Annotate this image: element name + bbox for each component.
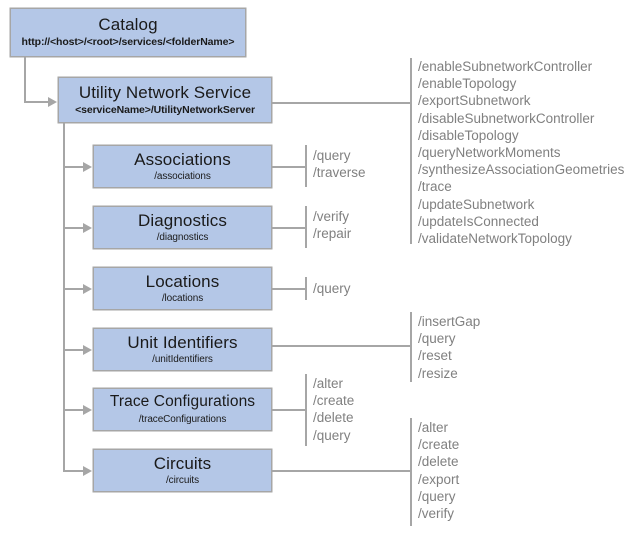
operation-item: /query bbox=[313, 281, 351, 296]
arrow-trunk-to-circuits bbox=[83, 466, 92, 476]
operation-item: /query bbox=[418, 488, 456, 504]
operations-diagnostics: /verify /repair bbox=[313, 208, 351, 242]
node-circuits: Circuits /circuits bbox=[93, 449, 272, 492]
connector-catalog-to-service-vertical bbox=[24, 57, 26, 102]
connector-service-to-operations bbox=[272, 102, 411, 104]
node-associations-title: Associations bbox=[134, 149, 231, 169]
bracket-unit-identifiers-operations bbox=[410, 312, 412, 382]
connector-catalog-to-service-horizontal bbox=[24, 101, 49, 103]
operation-item: /enableSubnetworkController bbox=[418, 59, 593, 74]
connector-trace-configurations-to-operations bbox=[272, 409, 306, 411]
connector-unit-identifiers-to-operations bbox=[272, 345, 411, 347]
node-diagnostics-title: Diagnostics bbox=[138, 210, 227, 230]
connector-diagnostics-to-operations bbox=[272, 227, 306, 229]
operation-item: /updateSubnetwork bbox=[418, 196, 535, 212]
operation-item: /enableTopology bbox=[418, 76, 517, 92]
arrow-trunk-to-diagnostics bbox=[83, 223, 92, 233]
node-unit-identifiers-path: /unitIdentifiers bbox=[152, 354, 213, 366]
operation-item: /create bbox=[313, 393, 355, 409]
operation-item: /queryNetworkMoments bbox=[418, 145, 561, 161]
node-trace-configurations-path: /traceConfigurations bbox=[138, 413, 227, 425]
operations-utility-network-service: /enableSubnetworkController /enableTopol… bbox=[418, 58, 624, 247]
operation-item: /reset bbox=[418, 348, 452, 364]
connector-trunk-to-diagnostics bbox=[63, 227, 84, 229]
arrow-trunk-to-locations bbox=[83, 284, 92, 294]
node-unit-identifiers-title: Unit Identifiers bbox=[127, 332, 238, 352]
arrow-trunk-to-trace-configurations bbox=[83, 405, 92, 415]
bracket-diagnostics-operations bbox=[305, 206, 307, 248]
connector-trunk-to-unit-identifiers bbox=[63, 349, 84, 351]
node-diagnostics: Diagnostics /diagnostics bbox=[93, 206, 272, 249]
operation-item: /validateNetworkTopology bbox=[418, 231, 572, 247]
bracket-locations-operations bbox=[305, 277, 307, 300]
connector-associations-to-operations bbox=[272, 166, 306, 168]
node-locations-path: /locations bbox=[161, 293, 204, 305]
operation-item: /resize bbox=[418, 365, 458, 381]
connector-circuits-to-operations bbox=[272, 470, 411, 472]
operation-item: /delete bbox=[313, 410, 354, 426]
bracket-service-operations bbox=[410, 58, 412, 244]
node-trace-configurations-title: Trace Configurations bbox=[109, 393, 256, 411]
operation-item: /query bbox=[313, 148, 351, 163]
operations-unit-identifiers: /insertGap /query /reset /resize bbox=[418, 313, 480, 382]
connector-trunk-to-locations bbox=[63, 288, 84, 290]
operation-item: /alter bbox=[418, 420, 449, 435]
node-utility-network-service-path: <serviceName>/UtilityNetworkServer bbox=[75, 103, 255, 116]
node-locations-title: Locations bbox=[145, 271, 220, 291]
operation-item: /verify bbox=[313, 209, 350, 224]
operation-item: /repair bbox=[313, 226, 352, 242]
operation-item: /updateIsConnected bbox=[418, 213, 539, 229]
node-diagnostics-path: /diagnostics bbox=[156, 232, 209, 244]
arrow-trunk-to-unit-identifiers bbox=[83, 345, 92, 355]
connector-trunk-to-associations bbox=[63, 166, 84, 168]
operations-locations: /query bbox=[313, 280, 351, 297]
operation-item: /synthesizeAssociationGeometries bbox=[418, 162, 625, 178]
operation-item: /alter bbox=[313, 376, 344, 391]
connector-locations-to-operations bbox=[272, 288, 306, 290]
node-catalog: Catalog http://<host>/<root>/services/<f… bbox=[10, 8, 246, 57]
arrow-catalog-to-service bbox=[48, 97, 57, 107]
operation-item: /insertGap bbox=[418, 314, 481, 329]
operation-item: /query bbox=[313, 427, 351, 443]
operation-item: /delete bbox=[418, 454, 459, 470]
operation-item: /create bbox=[418, 437, 460, 453]
bracket-circuits-operations bbox=[410, 418, 412, 526]
node-circuits-path: /circuits bbox=[166, 475, 199, 487]
operation-item: /disableSubnetworkController bbox=[418, 110, 595, 126]
operation-item: /export bbox=[418, 471, 460, 487]
node-catalog-path: http://<host>/<root>/services/<folderNam… bbox=[21, 36, 235, 49]
operation-item: /verify bbox=[418, 506, 455, 522]
node-associations-path: /associations bbox=[154, 171, 211, 183]
operation-item: /exportSubnetwork bbox=[418, 93, 531, 109]
node-utility-network-service: Utility Network Service <serviceName>/Ut… bbox=[58, 77, 272, 123]
operation-item: /trace bbox=[418, 179, 452, 195]
bracket-associations-operations bbox=[305, 145, 307, 187]
bracket-trace-configurations-operations bbox=[305, 374, 307, 446]
connector-trunk-to-circuits bbox=[63, 470, 84, 472]
node-catalog-title: Catalog bbox=[98, 15, 158, 35]
arrow-trunk-to-associations bbox=[83, 162, 92, 172]
node-circuits-title: Circuits bbox=[153, 453, 212, 473]
connector-service-trunk-vertical bbox=[63, 123, 65, 471]
node-locations: Locations /locations bbox=[93, 267, 272, 310]
operation-item: /query bbox=[418, 331, 456, 347]
operations-associations: /query /traverse bbox=[313, 147, 366, 181]
node-trace-configurations: Trace Configurations /traceConfiguration… bbox=[93, 388, 272, 431]
node-utility-network-service-title: Utility Network Service bbox=[78, 82, 252, 102]
connector-trunk-to-trace-configurations bbox=[63, 409, 84, 411]
node-associations: Associations /associations bbox=[93, 145, 272, 188]
operation-item: /disableTopology bbox=[418, 127, 519, 143]
operation-item: /traverse bbox=[313, 165, 366, 181]
operations-circuits: /alter /create /delete /export /query /v… bbox=[418, 419, 459, 522]
operations-trace-configurations: /alter /create /delete /query bbox=[313, 375, 354, 444]
node-unit-identifiers: Unit Identifiers /unitIdentifiers bbox=[93, 328, 272, 371]
